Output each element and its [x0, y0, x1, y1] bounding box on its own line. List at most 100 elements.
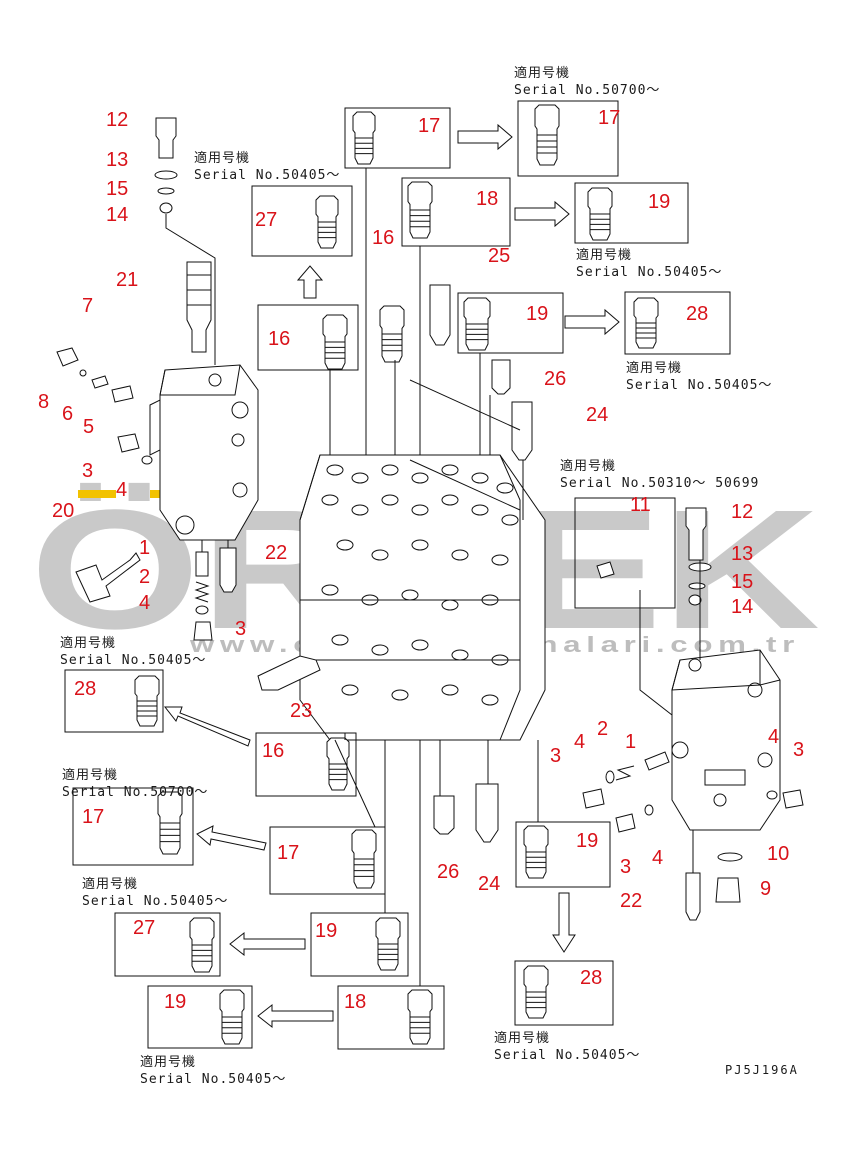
callout-number: 13 — [106, 149, 128, 171]
callout-number: 17 — [277, 842, 299, 864]
small-parts — [56, 117, 804, 921]
main-valve-block — [299, 454, 546, 741]
callout-number: 20 — [52, 500, 74, 522]
callout-number: 24 — [478, 873, 500, 895]
serial-notes: 適用号機 Serial No.50700～ 適用号機 Serial No.50405～… — [60, 65, 772, 1087]
callout-number: 3 — [793, 739, 804, 761]
cartridge-valve — [523, 825, 549, 879]
cartridge-valve — [633, 297, 659, 349]
callout-number: 25 — [488, 245, 510, 267]
callout-number: 4 — [574, 731, 585, 753]
callout-number: 19 — [315, 920, 337, 942]
serial-label-jp: 適用号機 — [494, 1030, 550, 1046]
callout-number: 26 — [437, 861, 459, 883]
callout-number: 19 — [576, 830, 598, 852]
callout-number: 28 — [74, 678, 96, 700]
left-valve-body — [149, 364, 259, 541]
serial-number: Serial No.50405～ — [626, 378, 772, 393]
callout-number: 19 — [164, 991, 186, 1013]
callout-number: 15 — [731, 571, 753, 593]
watermark-accent-mark — [78, 490, 116, 498]
callout-number: 7 — [82, 295, 93, 317]
callout-number: 17 — [418, 115, 440, 137]
serial-number: Serial No.50700～ — [514, 83, 660, 98]
serial-label-jp: 適用号機 — [194, 150, 250, 166]
callout-number: 15 — [106, 178, 128, 200]
cartridge-valve — [326, 737, 350, 791]
callout-number: 2 — [139, 566, 150, 588]
serial-label-jp: 適用号機 — [576, 247, 632, 263]
callout-number: 4 — [139, 592, 150, 614]
callout-number: 11 — [630, 494, 651, 516]
callout-number: 26 — [544, 368, 566, 390]
callout-number: 13 — [731, 543, 753, 565]
callout-number: 27 — [133, 917, 155, 939]
callout-number: 12 — [731, 501, 753, 523]
callout-number: 24 — [586, 404, 608, 426]
cartridge-parts — [134, 104, 659, 1045]
callout-number: 27 — [255, 209, 277, 231]
callout-number: 6 — [62, 403, 73, 425]
cartridge-valve — [463, 297, 491, 351]
callout-number: 18 — [476, 188, 498, 210]
serial-number: Serial No.50405～ — [576, 265, 722, 280]
callout-number: 16 — [268, 328, 290, 350]
callout-number: 1 — [139, 537, 150, 559]
cartridge-valve — [219, 989, 245, 1045]
callout-number: 23 — [290, 700, 312, 722]
cartridge-valve — [523, 965, 549, 1019]
leader-lines — [165, 168, 701, 986]
callout-number: 8 — [38, 391, 49, 413]
cartridge-valve — [587, 187, 613, 241]
callout-number: 17 — [82, 806, 104, 828]
serial-number: Serial No.50405～ — [194, 168, 340, 183]
callout-number: 22 — [620, 890, 642, 912]
serial-label-jp: 適用号機 — [560, 458, 616, 474]
cartridge-valve — [157, 791, 183, 855]
callout-number: 3 — [550, 745, 561, 767]
callout-number: 5 — [83, 416, 94, 438]
serial-number: Serial No.50405～ — [82, 894, 228, 909]
cartridge-valve — [322, 314, 348, 370]
callout-number: 28 — [580, 967, 602, 989]
cartridge-valve — [315, 195, 339, 249]
cartridge-valve — [189, 917, 215, 973]
cartridge-valve — [134, 675, 160, 727]
callout-number: 17 — [598, 107, 620, 129]
drawing-code: PJ5J196A — [725, 1063, 799, 1077]
callout-number: 2 — [597, 718, 608, 740]
callout-number: 22 — [265, 542, 287, 564]
cartridge-valve — [407, 181, 433, 239]
serial-number: Serial No.50405～ — [140, 1072, 286, 1087]
serial-label-jp: 適用号機 — [62, 767, 118, 783]
callout-number: 28 — [686, 303, 708, 325]
callout-number: 1 — [625, 731, 636, 753]
cartridge-valve — [534, 104, 560, 166]
cartridge-valve — [352, 111, 376, 165]
cartridge-valve — [375, 917, 401, 971]
right-valve-body — [671, 649, 781, 831]
callout-number: 14 — [106, 204, 128, 226]
callout-number: 19 — [648, 191, 670, 213]
serial-number: Serial No.50405～ — [60, 653, 206, 668]
callout-number: 3 — [82, 460, 93, 482]
callout-number: 19 — [526, 303, 548, 325]
serial-label-jp: 適用号機 — [60, 635, 116, 651]
variant-boxes — [64, 100, 731, 1050]
callout-number: 21 — [116, 269, 138, 291]
serial-number: Serial No.50310～ 50699 — [560, 476, 759, 491]
callout-number: 12 — [106, 109, 128, 131]
variant-arrows — [163, 123, 620, 1029]
serial-number: Serial No.50405～ — [494, 1048, 640, 1063]
callout-number: 3 — [620, 856, 631, 878]
callout-number: 14 — [731, 596, 753, 618]
callout-number: 18 — [344, 991, 366, 1013]
cartridge-valve — [407, 989, 433, 1045]
serial-label-jp: 適用号機 — [514, 65, 570, 81]
callout-number: 4 — [116, 479, 127, 501]
serial-label-jp: 適用号機 — [82, 876, 138, 892]
serial-label-jp: 適用号機 — [626, 360, 682, 376]
